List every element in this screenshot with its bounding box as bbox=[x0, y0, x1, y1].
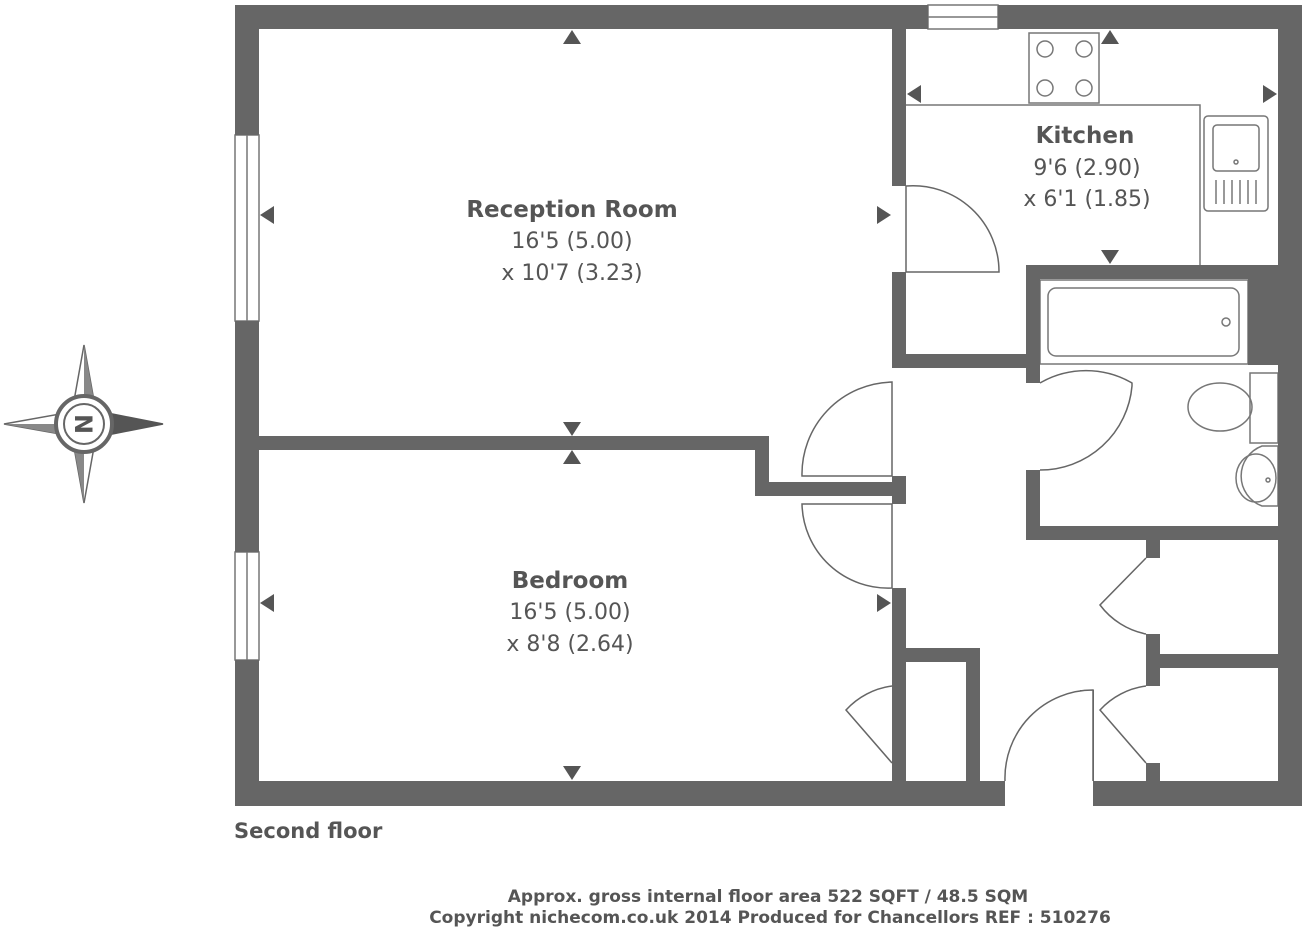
window-bedroom bbox=[234, 551, 260, 661]
kitchen-dim-1: 9'6 (2.90) bbox=[1033, 156, 1140, 181]
floor-label: Second floor bbox=[234, 819, 383, 843]
reception-room-dim-2: x 10'7 (3.23) bbox=[501, 261, 642, 286]
reception-room-name: Reception Room bbox=[466, 197, 677, 223]
bedroom-dim-2: x 8'8 (2.64) bbox=[506, 632, 633, 657]
kitchen-dim-2: x 6'1 (1.85) bbox=[1023, 187, 1150, 212]
compass-rose-icon: N bbox=[3, 344, 164, 504]
sink-icon bbox=[1203, 115, 1269, 212]
window-top bbox=[927, 4, 999, 30]
kitchen-counter bbox=[906, 104, 1201, 265]
room-label-reception: Reception Room 16'5 (5.00) x 10'7 (3.23) bbox=[466, 197, 677, 286]
dimension-arrows bbox=[260, 30, 1277, 780]
toilet-icon bbox=[1187, 372, 1279, 444]
room-label-kitchen: Kitchen 9'6 (2.90) x 6'1 (1.85) bbox=[1023, 123, 1150, 212]
kitchen-name: Kitchen bbox=[1036, 123, 1135, 149]
basin-icon bbox=[1235, 445, 1279, 507]
doors bbox=[801, 184, 1147, 782]
window-reception bbox=[234, 134, 260, 322]
hob-icon bbox=[1028, 32, 1100, 104]
bedroom-dim-1: 16'5 (5.00) bbox=[509, 600, 630, 625]
bath-icon bbox=[1039, 279, 1249, 365]
bedroom-name: Bedroom bbox=[512, 568, 629, 594]
walls bbox=[235, 5, 1302, 806]
reception-room-dim-1: 16'5 (5.00) bbox=[511, 229, 632, 254]
footer-copyright: Copyright nichecom.co.uk 2014 Produced f… bbox=[429, 908, 1111, 928]
room-label-bedroom: Bedroom 16'5 (5.00) x 8'8 (2.64) bbox=[506, 568, 633, 657]
footer-area: Approx. gross internal floor area 522 SQ… bbox=[508, 887, 1028, 907]
compass-letter: N bbox=[69, 414, 97, 434]
